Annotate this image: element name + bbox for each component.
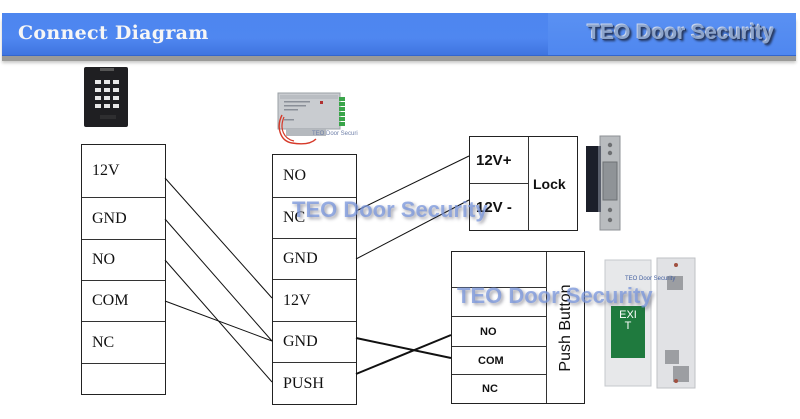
exit-sign-text: EXIT	[619, 309, 637, 332]
exit-button-brand-label: TEO Door Security	[625, 276, 676, 282]
power-terminal-gnd-upper: GND	[273, 238, 356, 279]
wire-power-gnd-to-push-com	[355, 337, 452, 359]
wire-keypad-no-to-power-push	[164, 259, 273, 383]
electric-lock-icon	[584, 134, 624, 232]
keypad-terminal-gnd: GND	[82, 197, 165, 239]
header-bar: Connect Diagram TEO Door Security	[2, 13, 796, 56]
wire-keypad-com-to-power-gnd	[164, 300, 273, 342]
wire-keypad-12v-to-power-12v	[164, 177, 273, 299]
power-terminal-gnd-lower: GND	[273, 321, 356, 362]
power-supply-icon: TEO Door Securi	[276, 87, 358, 149]
wire-power-push-to-push-no	[355, 334, 452, 375]
exit-button-icon: EXIT TEO Door Security	[603, 256, 699, 390]
power-terminal-push: PUSH	[273, 362, 356, 404]
keypad-terminal-table: 12V GND NO COM NC	[81, 144, 166, 395]
push-terminal-com: COM	[452, 346, 547, 374]
push-terminal-nc: NC	[452, 374, 547, 403]
lock-terminal-12v-plus: 12V+	[470, 137, 529, 183]
push-terminal-empty-1	[452, 252, 547, 287]
watermark-middle: TEO Door Security	[292, 197, 488, 222]
keypad-icon	[80, 66, 132, 128]
lock-terminal-12v-minus: 12V -	[470, 183, 529, 230]
push-terminal-empty-2	[452, 287, 547, 316]
push-terminal-no: NO	[452, 316, 547, 346]
power-terminal-nc: NC	[273, 197, 356, 238]
power-supply-label: TEO Door Securi	[312, 131, 358, 137]
keypad-terminal-com: COM	[82, 280, 165, 321]
page-title: Connect Diagram	[18, 22, 209, 44]
push-button-label-cell: Push Button	[546, 252, 584, 403]
keypad-terminal-empty	[82, 363, 165, 394]
wire-keypad-gnd-to-power-gnd	[164, 218, 273, 342]
lock-label: Lock	[533, 175, 566, 192]
power-terminal-table: NO NC GND 12V GND PUSH	[272, 154, 357, 405]
keypad-terminal-12v: 12V	[92, 162, 120, 179]
power-terminal-12v: 12V	[273, 279, 356, 321]
keypad-terminal-nc: NC	[82, 321, 165, 363]
brand-logo-text: TEO Door Security	[587, 21, 774, 44]
push-button-terminal-table: NO COM NC Push Button	[451, 251, 585, 404]
power-terminal-no: NO	[283, 167, 307, 184]
lock-terminal-table: 12V+ 12V - Lock	[469, 136, 578, 231]
brand-box: TEO Door Security	[548, 13, 796, 55]
keypad-terminal-no: NO	[82, 239, 165, 280]
watermark-right: TEO Door Security	[457, 283, 653, 308]
